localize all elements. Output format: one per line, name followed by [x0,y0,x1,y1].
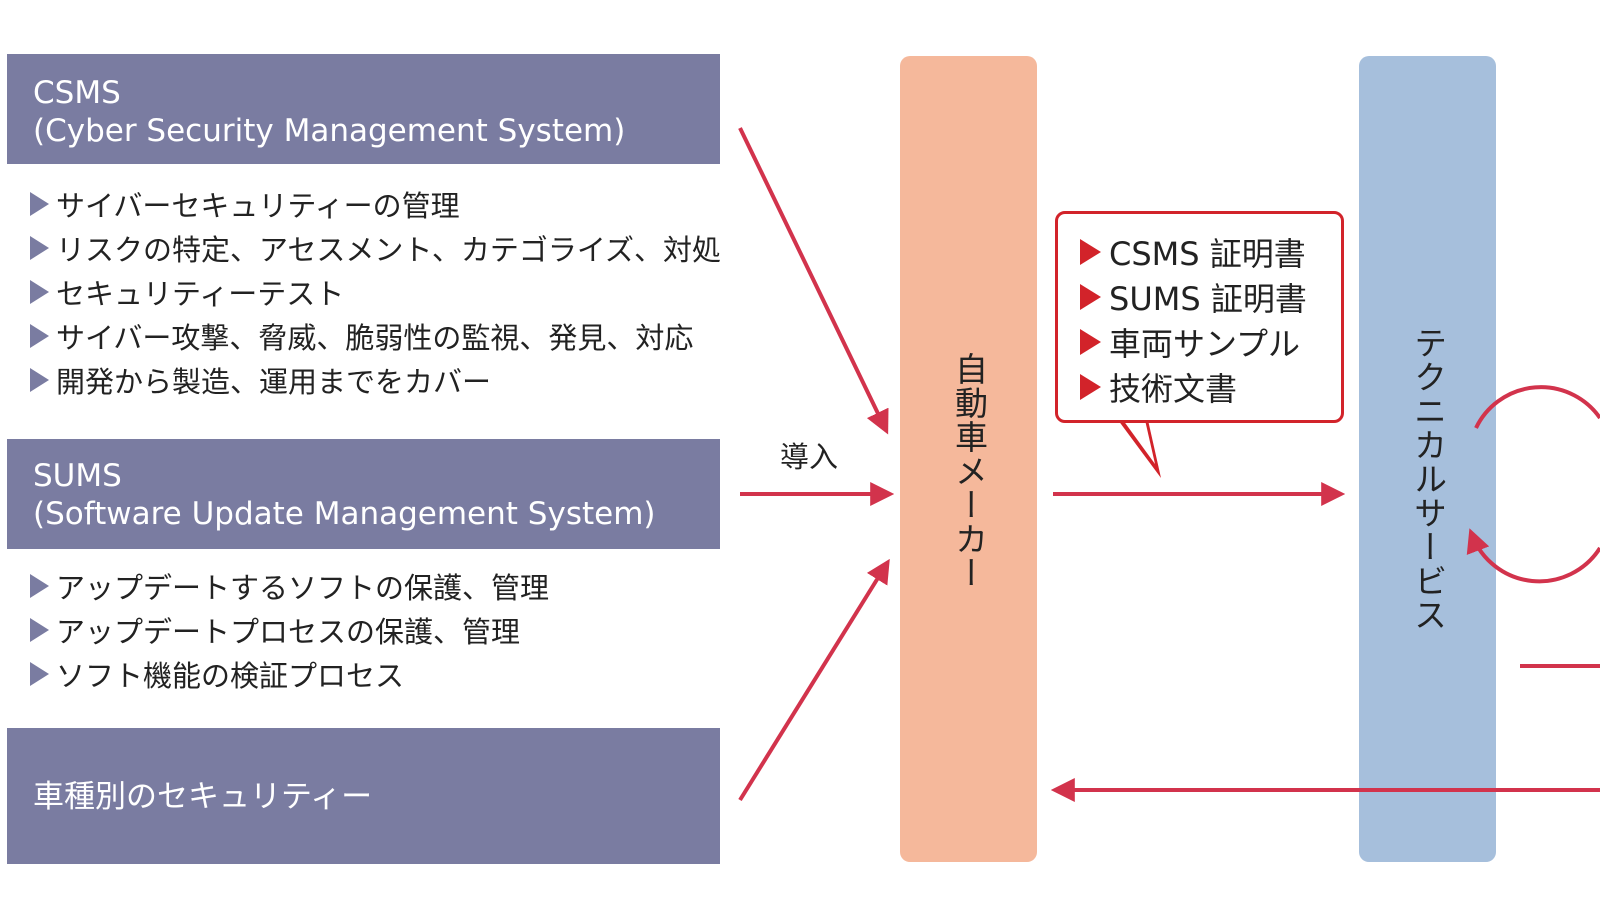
csms-header: CSMS (Cyber Security Management System) [7,54,720,164]
csms-list: サイバーセキュリティーの管理 リスクの特定、アセスメント、カテゴライズ、対処 セ… [30,182,721,402]
cycle-arrow [1472,385,1600,584]
list-item: セキュリティーテスト [30,270,721,314]
automaker-label: 自動車メーカー [949,352,989,590]
triangle-bullet-icon [1080,238,1101,265]
triangle-bullet-icon [30,324,49,348]
vehicle-security-title: 車種別のセキュリティー [33,779,373,815]
triangle-bullet-icon [30,280,49,304]
sums-subtitle: (Software Update Management System) [33,496,656,532]
arrow-vehicle-security-to-automaker [738,558,890,802]
submission-callout: CSMS 証明書 SUMS 証明書 車両サンプル 技術文書 [1055,211,1344,423]
sums-title: SUMS [33,458,122,494]
triangle-bullet-icon [30,368,49,392]
list-item: 開発から製造、運用までをカバー [30,358,721,402]
csms-subtitle: (Cyber Security Management System) [33,113,626,149]
list-item: サイバー攻撃、脅威、脆弱性の監視、発見、対応 [30,314,721,358]
automaker-column: 自動車メーカー [900,56,1037,862]
intro-label: 導入 [780,440,839,474]
csms-title: CSMS [33,75,121,111]
list-item: アップデートするソフトの保護、管理 [30,564,549,608]
triangle-bullet-icon [1080,283,1101,310]
list-item: SUMS 証明書 [1080,274,1341,319]
triangle-bullet-icon [1080,328,1101,355]
list-item: 車両サンプル [1080,319,1341,364]
list-item: 技術文書 [1080,364,1341,409]
sums-header: SUMS (Software Update Management System) [7,439,720,549]
arrow-csms-to-automaker [738,127,889,435]
callout-tail [1118,420,1161,478]
list-item: CSMS 証明書 [1080,229,1341,274]
triangle-bullet-icon [30,574,49,598]
triangle-bullet-icon [1080,373,1101,400]
list-item: アップデートプロセスの保護、管理 [30,608,549,652]
triangle-bullet-icon [30,236,49,260]
technical-service-column: テクニカルサービス [1359,56,1496,862]
technical-service-label: テクニカルサービス [1408,326,1448,632]
vehicle-security-box: 車種別のセキュリティー [7,728,720,864]
list-item: サイバーセキュリティーの管理 [30,182,721,226]
triangle-bullet-icon [30,192,49,216]
list-item: ソフト機能の検証プロセス [30,652,549,696]
list-item: リスクの特定、アセスメント、カテゴライズ、対処 [30,226,721,270]
sums-list: アップデートするソフトの保護、管理 アップデートプロセスの保護、管理 ソフト機能… [30,564,549,696]
triangle-bullet-icon [30,662,49,686]
triangle-bullet-icon [30,618,49,642]
